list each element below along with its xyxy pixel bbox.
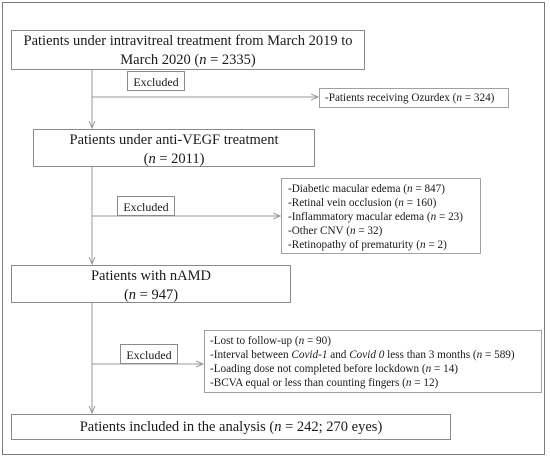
diagram-frame [2,2,545,455]
box-line: (n = 947) [12,286,290,305]
text-italic: Covid 0 [349,349,385,361]
exclusion-item: -Retinal vein occlusion (n = 160) [288,196,474,210]
text-italic: Covid-1 [291,349,328,361]
box-namd: Patients with nAMD (n = 947) [11,265,291,303]
excluded-label-box: Excluded [117,196,175,216]
exclusion-item: -Diabetic macular edema (n = 847) [288,182,474,196]
exclusion-item: -Inflammatory macular edema (n = 23) [288,210,474,224]
box-line: Patients included in the analysis (n = 2… [12,418,450,437]
n-label: n [199,52,207,68]
exclusion-box-ozurdex: -Patients receiving Ozurdex (n = 324) [319,88,509,108]
text: less than 3 months ( [384,349,477,361]
box-line: Patients under anti-VEGF treatment [69,132,279,148]
n-label: n [349,225,356,237]
text: -Inflammatory macular edema ( [288,211,431,223]
text: -BCVA equal or less than counting finger… [210,377,406,389]
exclusion-box-namd: -Lost to follow-up (n = 90) -Interval be… [204,330,542,393]
text: -Retinal vein occlusion ( [288,197,399,209]
excluded-label: Excluded [123,200,169,214]
box-line: Patients under intravitreal treatment fr… [23,33,353,49]
text: = 2) [425,239,447,251]
exclusion-item: -Patients receiving Ozurdex (n = 324) [325,91,503,105]
text: = 847) [412,183,445,195]
exclusion-box-other-indications: -Diabetic macular edema (n = 847) -Retin… [281,178,481,254]
text: Patients included in the analysis ( [79,419,275,435]
n-label: n [425,363,432,375]
text: = 242; 270 eyes) [281,419,383,435]
text: ( [143,151,149,167]
text: -Other CNV ( [288,225,350,237]
n-label: n [405,377,412,389]
text: -Loading dose not completed before lockd… [210,363,426,375]
excluded-label-box: Excluded [120,344,178,364]
text: = 23) [436,211,463,223]
text: = 2335) [206,52,256,68]
n-label: n [456,92,462,104]
text: March 2020 ( [120,52,200,68]
n-label: n [274,419,282,435]
exclusion-item: -Loading dose not completed before lockd… [210,362,536,376]
exclusion-item: -Other CNV (n = 32) [288,224,474,238]
text: = 324) [462,92,495,104]
n-label: n [298,335,305,347]
text: = 160) [403,197,437,209]
text: = 90) [304,335,331,347]
box-intravitreal-treatment: Patients under intravitreal treatment fr… [11,30,365,70]
text: = 32) [355,225,383,237]
text: -Patients receiving Ozurdex ( [325,92,457,104]
n-label: n [476,349,483,361]
text: = 589) [482,349,515,361]
exclusion-item: -Lost to follow-up (n = 90) [210,334,536,348]
exclusion-item: -Retinopathy of prematurity (n = 2) [288,238,474,252]
box-line: (n = 2011) [34,150,314,169]
text: = 2011) [155,151,205,167]
box-included-in-analysis: Patients included in the analysis (n = 2… [11,414,451,440]
text: -Diabetic macular edema ( [288,183,407,195]
box-line: Patients with nAMD [90,268,212,284]
text: = 14) [431,363,459,375]
n-label: n [398,197,404,209]
excluded-label-box: Excluded [127,71,185,91]
n-label: n [128,287,137,303]
exclusion-item: -Interval between Covid-1 and Covid 0 le… [210,348,536,362]
text: ( [123,287,129,303]
excluded-label: Excluded [126,348,172,362]
text: = 12) [411,377,439,389]
excluded-label: Excluded [133,75,179,89]
text: -Lost to follow-up ( [210,335,299,347]
box-line: March 2020 (n = 2335) [12,51,364,70]
text: -Interval between [210,349,292,361]
text: -Retinopathy of prematurity ( [288,239,421,251]
text: = 947) [136,287,179,303]
n-label: n [420,239,426,251]
n-label: n [406,183,413,195]
n-label: n [430,211,437,223]
box-anti-vegf: Patients under anti-VEGF treatment (n = … [33,129,315,167]
n-label: n [148,151,156,167]
text: and [327,349,350,361]
exclusion-item: -BCVA equal or less than counting finger… [210,376,536,390]
